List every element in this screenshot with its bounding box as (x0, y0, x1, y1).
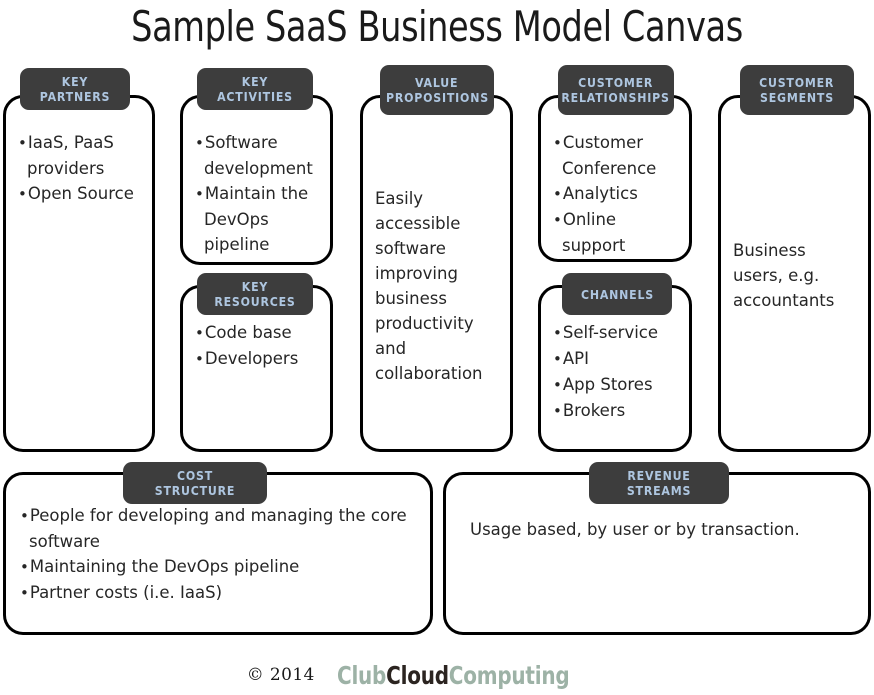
value-propositions-content: Easily accessible software improving bus… (363, 186, 510, 386)
cost-structure-content: People for developing and managing the c… (6, 503, 430, 606)
key-activities-content: Software development Maintain the DevOps… (183, 130, 330, 257)
footer: © 2014 ClubCloudComputing (0, 655, 874, 695)
badge-label-line2: PROPOSITIONS (385, 90, 489, 105)
club-cloud-computing-logo[interactable]: ClubCloudComputing (336, 660, 570, 690)
badge-label-line1: CUSTOMER (578, 75, 654, 90)
badge-customer-relationships[interactable]: CUSTOMER RELATIONSHIPS (558, 65, 674, 115)
list-item: People for developing and managing the c… (20, 503, 416, 554)
block-key-activities: Software development Maintain the DevOps… (180, 95, 333, 265)
key-partners-list: IaaS, PaaS providers Open Source (18, 130, 140, 207)
revenue-streams-content: Usage based, by user or by transaction. (446, 517, 868, 542)
customer-segments-text: Business users, e.g. accountants (733, 241, 835, 310)
list-item: App Stores (553, 372, 677, 398)
list-item: Brokers (553, 398, 677, 424)
list-item: Code base (195, 320, 318, 346)
logo-part-computing: Computing (448, 660, 570, 690)
channels-content: Self-service API App Stores Brokers (541, 320, 689, 424)
list-item: Partner costs (i.e. IaaS) (20, 580, 416, 606)
badge-label: REVENUE STREAMS (626, 468, 692, 498)
list-item: IaaS, PaaS providers (18, 130, 140, 181)
badge-revenue-streams[interactable]: REVENUE STREAMS (589, 462, 729, 504)
badge-label-line1: VALUE (415, 75, 459, 90)
badge-label-line1: CUSTOMER (759, 75, 835, 90)
list-item: Software development (195, 130, 318, 181)
list-item: API (553, 346, 677, 372)
key-resources-list: Code base Developers (195, 320, 318, 372)
customer-relationships-list: Customer Conference Analytics Online sup… (553, 130, 677, 258)
customer-segments-content: Business users, e.g. accountants (721, 238, 868, 313)
logo-part-club: Club (336, 660, 386, 690)
badge-label: COST STRUCTURE (154, 468, 236, 498)
block-customer-relationships: Customer Conference Analytics Online sup… (538, 95, 692, 262)
page-title: Sample SaaS Business Model Canvas (131, 2, 743, 51)
badge-label: KEY ACTIVITIES (217, 74, 293, 104)
cost-structure-list: People for developing and managing the c… (20, 503, 416, 606)
list-item: Maintain the DevOps pipeline (195, 181, 318, 257)
list-item: Online support (553, 207, 677, 258)
block-value-propositions: Easily accessible software improving bus… (360, 95, 513, 452)
revenue-streams-text: Usage based, by user or by transaction. (470, 520, 800, 539)
badge-key-partners[interactable]: KEY PARTNERS (20, 68, 130, 110)
badge-key-resources[interactable]: KEY RESOURCES (197, 273, 313, 315)
list-item: Developers (195, 346, 318, 372)
badge-label: KEY PARTNERS (39, 74, 111, 104)
badge-customer-segments[interactable]: CUSTOMER SEGMENTS (740, 65, 854, 115)
block-key-partners: IaaS, PaaS providers Open Source (3, 95, 155, 452)
key-partners-content: IaaS, PaaS providers Open Source (6, 130, 152, 207)
list-item: Self-service (553, 320, 677, 346)
list-item: Analytics (553, 181, 677, 207)
block-customer-segments: Business users, e.g. accountants (718, 95, 871, 452)
badge-value-propositions[interactable]: VALUE PROPOSITIONS (380, 65, 494, 115)
badge-cost-structure[interactable]: COST STRUCTURE (123, 462, 267, 504)
badge-key-activities[interactable]: KEY ACTIVITIES (197, 68, 313, 110)
key-resources-content: Code base Developers (183, 320, 330, 372)
logo-part-cloud: Cloud (385, 660, 449, 690)
channels-list: Self-service API App Stores Brokers (553, 320, 677, 424)
badge-channels[interactable]: CHANNELS (562, 273, 672, 315)
customer-relationships-content: Customer Conference Analytics Online sup… (541, 130, 689, 258)
badge-label: CHANNELS (580, 286, 654, 302)
list-item: Maintaining the DevOps pipeline (20, 554, 416, 580)
badge-label-line2: SEGMENTS (760, 90, 834, 105)
value-propositions-text: Easily accessible software improving bus… (375, 189, 483, 383)
badge-label-line2: RELATIONSHIPS (561, 90, 671, 105)
badge-label: KEY RESOURCES (214, 279, 296, 309)
list-item: Customer Conference (553, 130, 677, 181)
key-activities-list: Software development Maintain the DevOps… (195, 130, 318, 257)
list-item: Open Source (18, 181, 140, 207)
copyright-text: © 2014 (246, 665, 315, 685)
